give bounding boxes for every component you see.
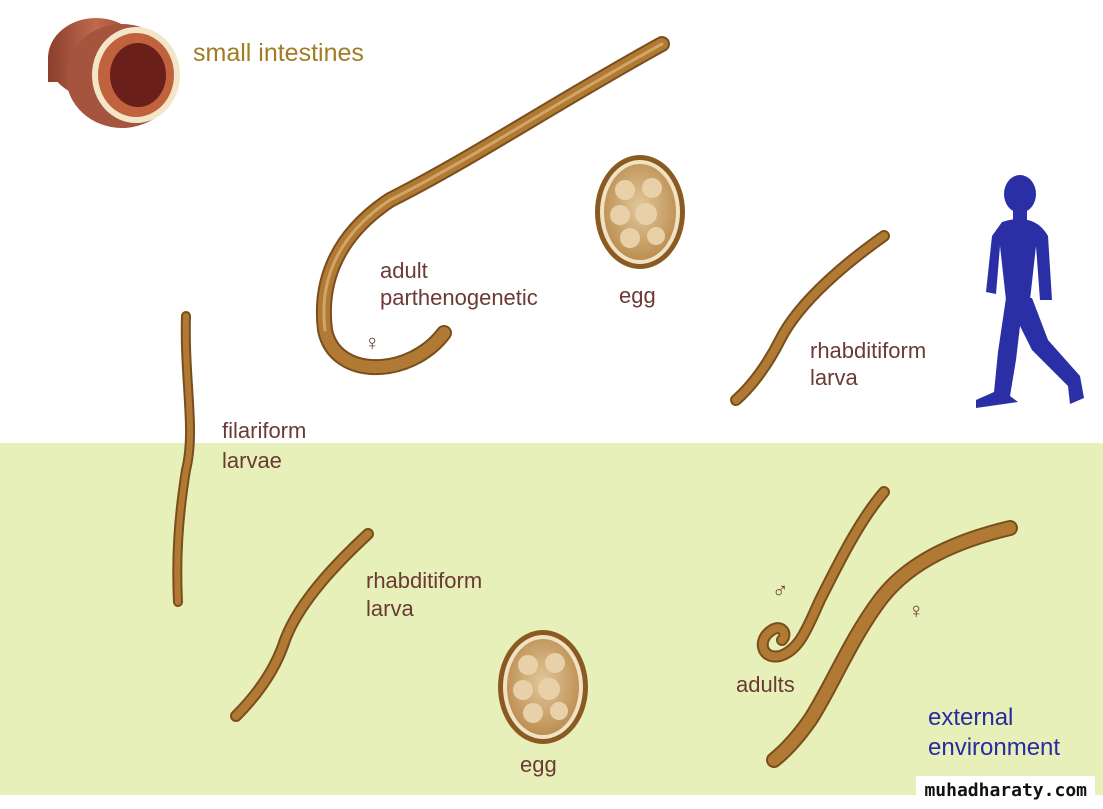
label-egg-top: egg xyxy=(619,283,656,308)
egg-top xyxy=(595,155,685,269)
male-symbol: ♂ xyxy=(772,578,789,603)
label-larva-bottom: larva xyxy=(366,596,414,621)
label-larva-top: larva xyxy=(810,365,858,390)
watermark-text: muhadharaty.com xyxy=(916,776,1095,805)
female-symbol-top: ♀ xyxy=(364,330,381,355)
filariform-larva xyxy=(172,311,196,607)
small-intestine-icon xyxy=(48,18,180,128)
rhabditiform-larva-top xyxy=(730,230,890,406)
label-rhabditiform-bottom: rhabditiform xyxy=(366,568,483,593)
label-small-intestines: small intestines xyxy=(193,39,364,67)
human-silhouette-icon xyxy=(976,175,1084,408)
label-parthenogenetic: parthenogenetic xyxy=(380,285,538,310)
label-adult: adult xyxy=(380,258,428,283)
adult-parthenogenetic-worm xyxy=(315,36,670,376)
label-filariform: filariform xyxy=(222,418,307,443)
label-external: external xyxy=(928,704,1014,731)
egg-bottom xyxy=(498,630,588,744)
label-adults: adults xyxy=(736,672,795,697)
label-larvae: larvae xyxy=(222,448,282,473)
label-egg-bottom: egg xyxy=(520,752,557,777)
label-rhabditiform-top: rhabditiform xyxy=(810,338,927,363)
adult-male-worm xyxy=(756,486,890,663)
adult-female-worm xyxy=(766,520,1018,768)
label-environment: environment xyxy=(928,734,1061,761)
female-symbol-bottom: ♀ xyxy=(908,598,925,623)
rhabditiform-larva-bottom xyxy=(230,528,374,722)
